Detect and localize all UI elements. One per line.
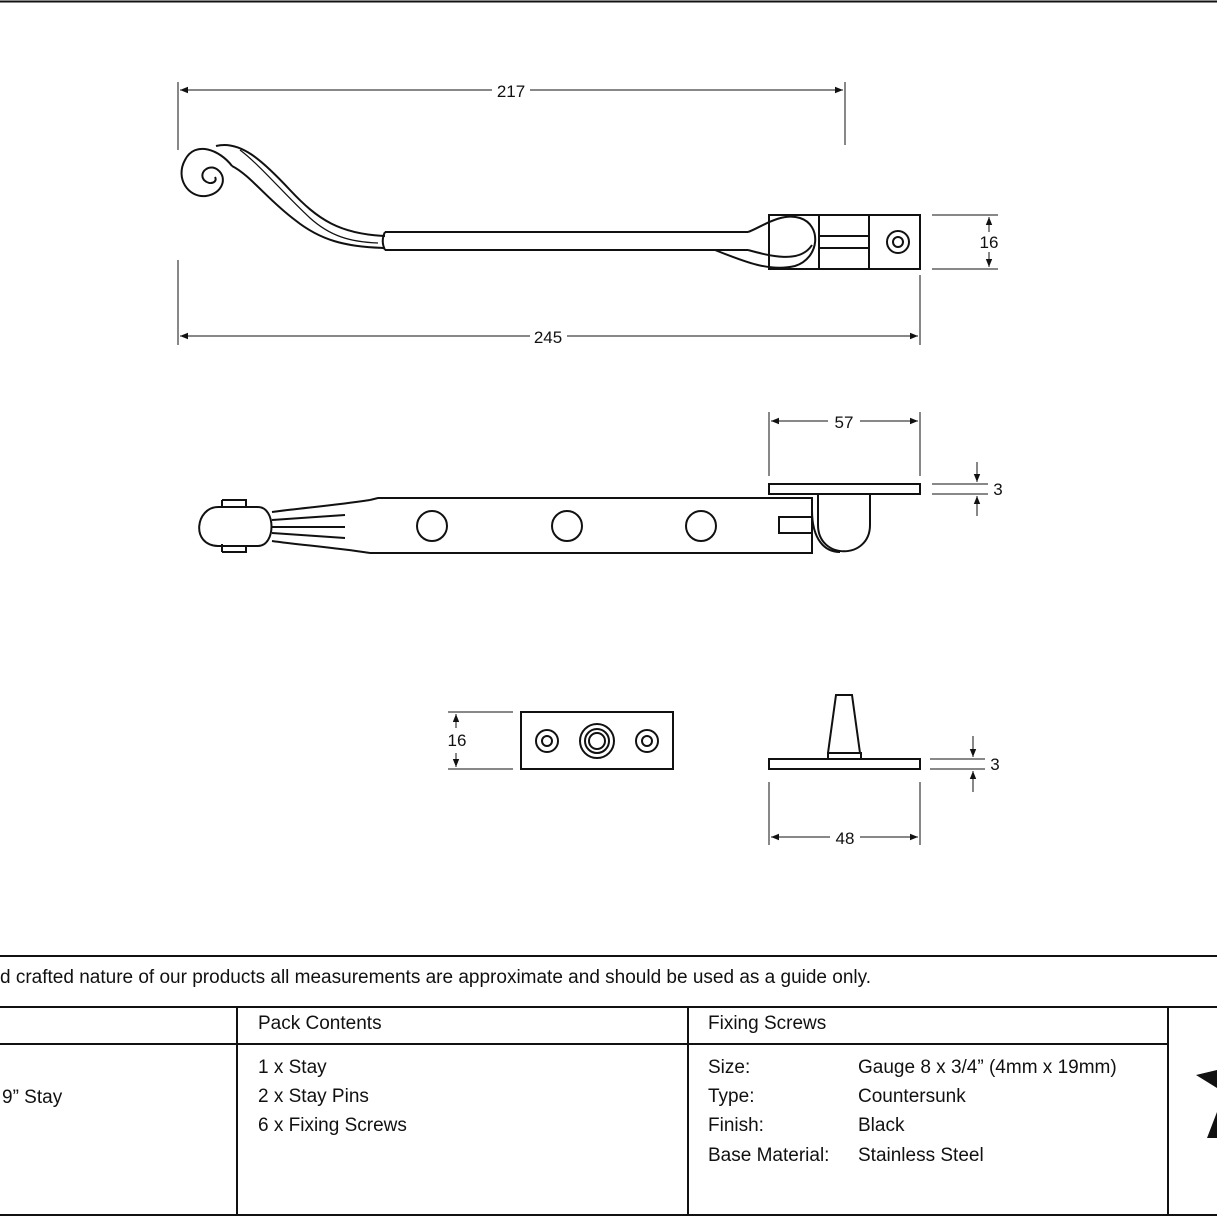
top-view-dimensions: [177, 82, 998, 345]
dim-overall-length: 245: [534, 328, 562, 347]
screw-spec-value: Stainless Steel: [858, 1145, 984, 1166]
dim-pin-plate-thickness: 3: [990, 755, 999, 774]
screw-spec-value: Black: [858, 1115, 905, 1136]
screw-spec-label: Finish:: [708, 1115, 764, 1136]
pack-contents-header: Pack Contents: [258, 1013, 382, 1034]
info-table-grid: [0, 955, 1217, 1216]
product-name-cell: 9” Stay: [2, 1087, 63, 1108]
screw-spec-label: Type:: [708, 1086, 755, 1107]
pack-item: 2 x Stay Pins: [258, 1086, 369, 1107]
screw-spec-value: Countersunk: [858, 1086, 966, 1107]
top-view: [180, 143, 921, 270]
disclaimer-note: d crafted nature of our products all mea…: [0, 967, 872, 988]
pin-plate-side-view: [768, 694, 921, 770]
brand-logo-partial: [1196, 1070, 1217, 1138]
pin-plate-top-view: [520, 711, 674, 770]
pin-plate-top-dimensions: [448, 711, 513, 770]
screw-spec-label: Base Material:: [708, 1145, 830, 1166]
side-view-dimensions: [768, 412, 988, 516]
dim-bracket-thickness: 3: [993, 480, 1002, 499]
pack-item: 6 x Fixing Screws: [258, 1115, 407, 1136]
pin-plate-side-dimensions: [768, 736, 985, 845]
screw-spec-label: Size:: [708, 1057, 751, 1078]
fixing-screws-header: Fixing Screws: [708, 1013, 827, 1034]
dim-pin-plate-height: 16: [448, 731, 467, 750]
dim-pin-plate-length: 48: [836, 829, 855, 848]
dim-top-height: 16: [980, 233, 999, 252]
side-view: [198, 483, 921, 554]
dim-top-length: 217: [497, 82, 525, 101]
dim-bracket-length: 57: [835, 413, 854, 432]
screw-spec-value: Gauge 8 x 3/4” (4mm x 19mm): [858, 1057, 1117, 1078]
pack-item: 1 x Stay: [258, 1057, 327, 1078]
